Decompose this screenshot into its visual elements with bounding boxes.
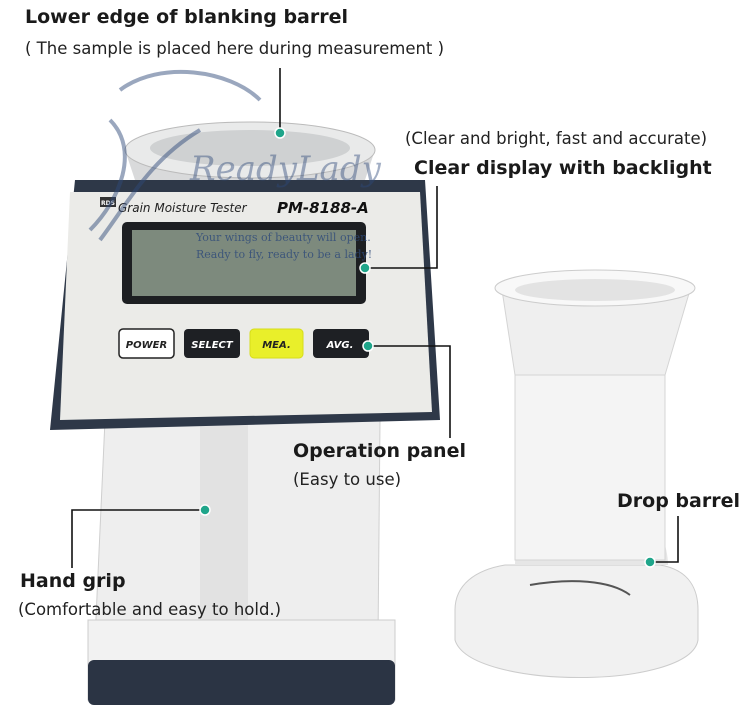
button-select[interactable]: SELECT [184, 329, 240, 358]
display-title: Clear display with backlight [414, 157, 712, 179]
hand-grip-body [87, 419, 396, 705]
barrel-title: Lower edge of blanking barrel [25, 6, 349, 28]
device-head: RDS Grain Moisture Tester PM-8188-A POWE… [50, 180, 440, 430]
floral-swirl-icon [88, 69, 262, 242]
callout-barrel [274, 68, 286, 139]
grip-title: Hand grip [20, 570, 126, 592]
callout-display [359, 186, 438, 274]
button-select-label: SELECT [191, 340, 234, 351]
watermark-logo: ReadyLady [189, 149, 382, 189]
barrel-subtitle: ( The sample is placed here during measu… [25, 39, 445, 58]
display-subtitle: (Clear and bright, fast and accurate) [405, 129, 708, 148]
drop-barrel [454, 269, 699, 678]
button-avg-label: AVG. [326, 340, 354, 351]
watermark-line-1: Your wings of beauty will open. [195, 231, 371, 244]
callout-grip [71, 504, 211, 568]
watermark: ReadyLady Your wings of beauty will open… [88, 69, 382, 261]
watermark-line-2: Ready to fly, ready to be a lady! [196, 248, 372, 261]
lcd-display [132, 230, 356, 296]
button-mea-label: MEA. [262, 340, 291, 351]
device-model: PM-8188-A [277, 199, 369, 217]
device-name: Grain Moisture Tester [118, 201, 248, 215]
callout-panel [362, 340, 451, 438]
panel-title: Operation panel [293, 440, 466, 462]
brand-badge-icon [100, 197, 116, 207]
button-avg[interactable]: AVG. [313, 329, 369, 358]
grip-subtitle: (Comfortable and easy to hold.) [18, 600, 282, 619]
drop-barrel-title: Drop barrel [617, 490, 740, 512]
panel-subtitle: (Easy to use) [293, 470, 402, 489]
button-power[interactable]: POWER [118, 328, 175, 359]
brand-badge: RDS [101, 200, 115, 207]
button-power-label: POWER [126, 340, 167, 351]
button-mea[interactable]: MEA. [249, 328, 304, 359]
callout-drop [644, 516, 679, 568]
